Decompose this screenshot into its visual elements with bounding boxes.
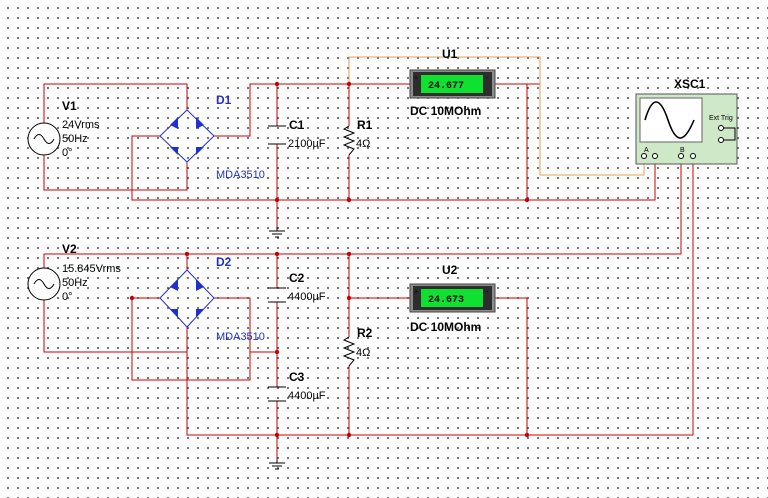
- c1-capacitor[interactable]: C1 2100µF: [268, 118, 326, 150]
- xsc1-name: XSC1: [674, 77, 706, 91]
- r1-value: 4Ω: [356, 138, 370, 150]
- c2-value: 4400µF: [288, 291, 326, 303]
- c2-capacitor[interactable]: C2 4400µF: [268, 271, 326, 303]
- ground-symbol-bottom: [269, 460, 285, 470]
- u2-mode: DC 10MOhm: [410, 320, 481, 334]
- svg-text:-: -: [486, 289, 489, 296]
- d2-bridge-rectifier[interactable]: D2 MDA3510: [159, 255, 265, 343]
- c1-name: C1: [289, 118, 305, 132]
- v2-ac-source[interactable]: V2 15.845Vrms 50Hz 0°: [27, 242, 121, 303]
- r2-resistor[interactable]: R2 4Ω: [342, 326, 373, 367]
- xsc1-ext-trig: Ext Trig: [709, 115, 733, 122]
- v1-name: V1: [62, 99, 77, 113]
- c1-value: 2100µF: [288, 138, 326, 150]
- u1-multimeter[interactable]: U1 24.677 + - DC 10MOhm: [409, 47, 496, 118]
- r1-name: R1: [357, 118, 373, 132]
- c3-name: C3: [289, 370, 305, 384]
- u2-multimeter[interactable]: U2 24.673 + - DC 10MOhm: [409, 263, 496, 334]
- top-circuit-wires: [43, 83, 656, 227]
- probe-wire-a: [348, 56, 645, 176]
- v1-ac-source[interactable]: V1 24Vrms 50Hz 0°: [27, 99, 100, 159]
- r2-value: 4Ω: [356, 347, 370, 359]
- c3-value: 4400µF: [288, 390, 326, 402]
- ground-symbol-top: [269, 227, 285, 238]
- v2-name: V2: [62, 242, 77, 256]
- junction-dots: [129, 81, 530, 438]
- xsc1-ch-b: B: [680, 147, 685, 154]
- r1-resistor[interactable]: R1 4Ω: [342, 118, 373, 156]
- d1-name: D1: [216, 93, 232, 107]
- svg-text:+: +: [414, 289, 418, 296]
- u2-reading: 24.673: [428, 295, 464, 306]
- xsc1-oscilloscope[interactable]: XSC1 Ext Trig A B: [635, 77, 738, 165]
- u1-name: U1: [442, 47, 458, 61]
- d1-bridge-rectifier[interactable]: D1 MDA3510: [159, 93, 265, 181]
- v1-voltage: 24Vrms: [62, 119, 100, 131]
- svg-text:+: +: [414, 75, 418, 82]
- d2-model: MDA3510: [216, 331, 265, 343]
- r2-name: R2: [357, 326, 373, 340]
- v1-phase: 0°: [62, 147, 73, 159]
- bottom-circuit-wires: [43, 156, 694, 460]
- u1-reading: 24.677: [428, 81, 464, 92]
- d2-name: D2: [216, 255, 232, 269]
- xsc1-ch-a: A: [644, 147, 649, 154]
- v1-freq: 50Hz: [62, 133, 88, 145]
- d1-model: MDA3510: [216, 169, 265, 181]
- u2-name: U2: [442, 263, 458, 277]
- u1-mode: DC 10MOhm: [410, 104, 481, 118]
- c3-capacitor[interactable]: C3 4400µF: [268, 370, 326, 402]
- c2-name: C2: [289, 271, 305, 285]
- svg-text:-: -: [486, 75, 489, 82]
- v2-voltage: 15.845Vrms: [62, 263, 121, 275]
- v2-freq: 50Hz: [62, 277, 88, 289]
- v2-phase: 0°: [62, 291, 73, 303]
